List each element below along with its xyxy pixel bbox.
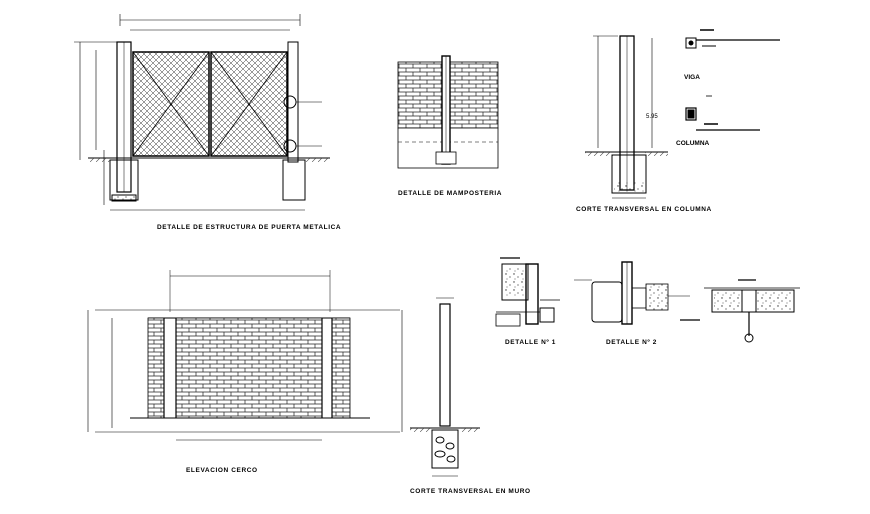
masonry-detail-drawing xyxy=(397,55,499,169)
masonry-detail-title: DETALLE DE MAMPOSTERIA xyxy=(398,190,502,197)
detail-2-drawing xyxy=(574,261,700,325)
column-section-drawing xyxy=(585,35,668,199)
detail-1-drawing xyxy=(495,257,560,327)
fence-elevation-drawing xyxy=(87,270,403,441)
column-small-section-title: COLUMNA xyxy=(676,140,710,147)
column-small-section-drawing xyxy=(685,95,760,131)
gate-detail-title: DETALLE DE ESTRUCTURA DE PUERTA METALICA xyxy=(157,224,341,231)
column-section-title: CORTE TRANSVERSAL EN COLUMNA xyxy=(576,206,712,213)
wall-section-drawing xyxy=(410,297,480,477)
beam-section-drawing xyxy=(685,29,780,49)
column-height-dim: 5.95 xyxy=(646,114,658,120)
fence-elevation-title: ELEVACION CERCO xyxy=(186,467,258,474)
wall-section-title: CORTE TRANSVERSAL EN MURO xyxy=(410,488,531,495)
beam-section-title: VIGA xyxy=(684,74,700,81)
detail-3-drawing xyxy=(704,279,800,343)
gate-detail-drawing xyxy=(74,14,330,211)
detail-2-title: DETALLE Nº 2 xyxy=(606,339,657,346)
detail-1-title: DETALLE Nº 1 xyxy=(505,339,556,346)
